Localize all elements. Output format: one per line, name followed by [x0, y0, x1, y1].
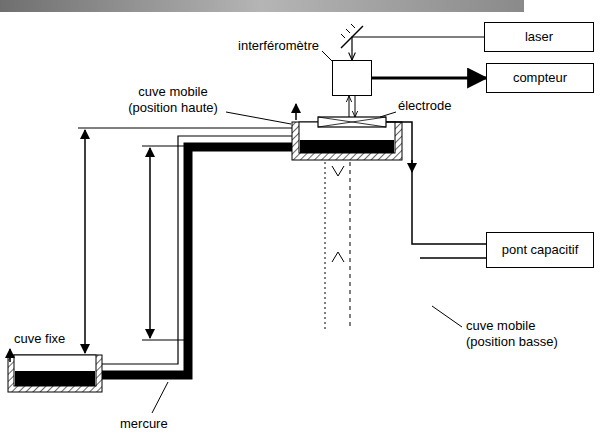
mercury-pool: [300, 140, 394, 153]
mercury-tube: [98, 147, 296, 375]
node-label: compteur: [513, 71, 567, 86]
low-position-trace: [325, 162, 350, 330]
part-label: cuve mobile (position basse): [466, 318, 576, 349]
mercury-pool: [15, 371, 95, 386]
dimension-arrow: [84, 130, 86, 353]
dotted-line: [325, 162, 326, 330]
level-line: [142, 340, 184, 341]
laser-box: laser: [484, 22, 594, 52]
electrode-cross: [318, 117, 386, 127]
interferometer-box: interféromètre: [332, 60, 372, 96]
bridge-wire: [386, 122, 486, 244]
node-label: pont capacitif: [502, 243, 579, 258]
laser-beam: [352, 37, 484, 60]
mirror-hatch: [351, 24, 355, 28]
vessel-wall: [8, 355, 102, 392]
part-label: cuve fixe: [14, 331, 80, 347]
chevron: [332, 166, 344, 176]
part-label: électrode: [398, 98, 478, 114]
bridge-wire: [420, 257, 486, 259]
fixed-vessel: [8, 349, 102, 392]
part-label: cuve mobile (position haute): [118, 84, 228, 115]
vessel-cavity: [14, 355, 96, 386]
capacitive-bridge-box: pont capacitif: [486, 232, 594, 268]
mirror-hatch: [346, 29, 350, 33]
chevron: [332, 252, 344, 262]
dimension-arrow: [149, 148, 151, 338]
electrode-plate: [318, 117, 386, 127]
level-line: [78, 128, 292, 129]
tube-outline: [102, 136, 292, 364]
leader-line: [226, 112, 291, 124]
node-label: laser: [525, 30, 553, 45]
electrode-cross: [318, 117, 386, 127]
mirror-hatch: [341, 34, 345, 38]
node-heading: interféromètre: [238, 39, 319, 54]
moving-vessel: [292, 104, 402, 160]
leader-line: [432, 306, 462, 327]
photo-strip: [0, 0, 524, 12]
vessel-wall: [292, 122, 402, 160]
part-label: mercure: [120, 416, 190, 432]
beam-up: [349, 96, 350, 117]
signal-arrow: [372, 77, 486, 80]
leader-line: [380, 112, 396, 117]
wire-arrow: [411, 160, 413, 172]
leader-line: [152, 382, 168, 413]
dashed-line: [350, 162, 351, 330]
beam-down: [355, 96, 356, 117]
electrode: [318, 117, 386, 127]
motion-arrow: [9, 349, 11, 362]
height-dimensions: [78, 128, 292, 353]
level-line: [142, 146, 184, 147]
counter-box: compteur: [486, 63, 594, 93]
laser-beam: [349, 96, 355, 117]
motion-arrow: [295, 104, 297, 120]
